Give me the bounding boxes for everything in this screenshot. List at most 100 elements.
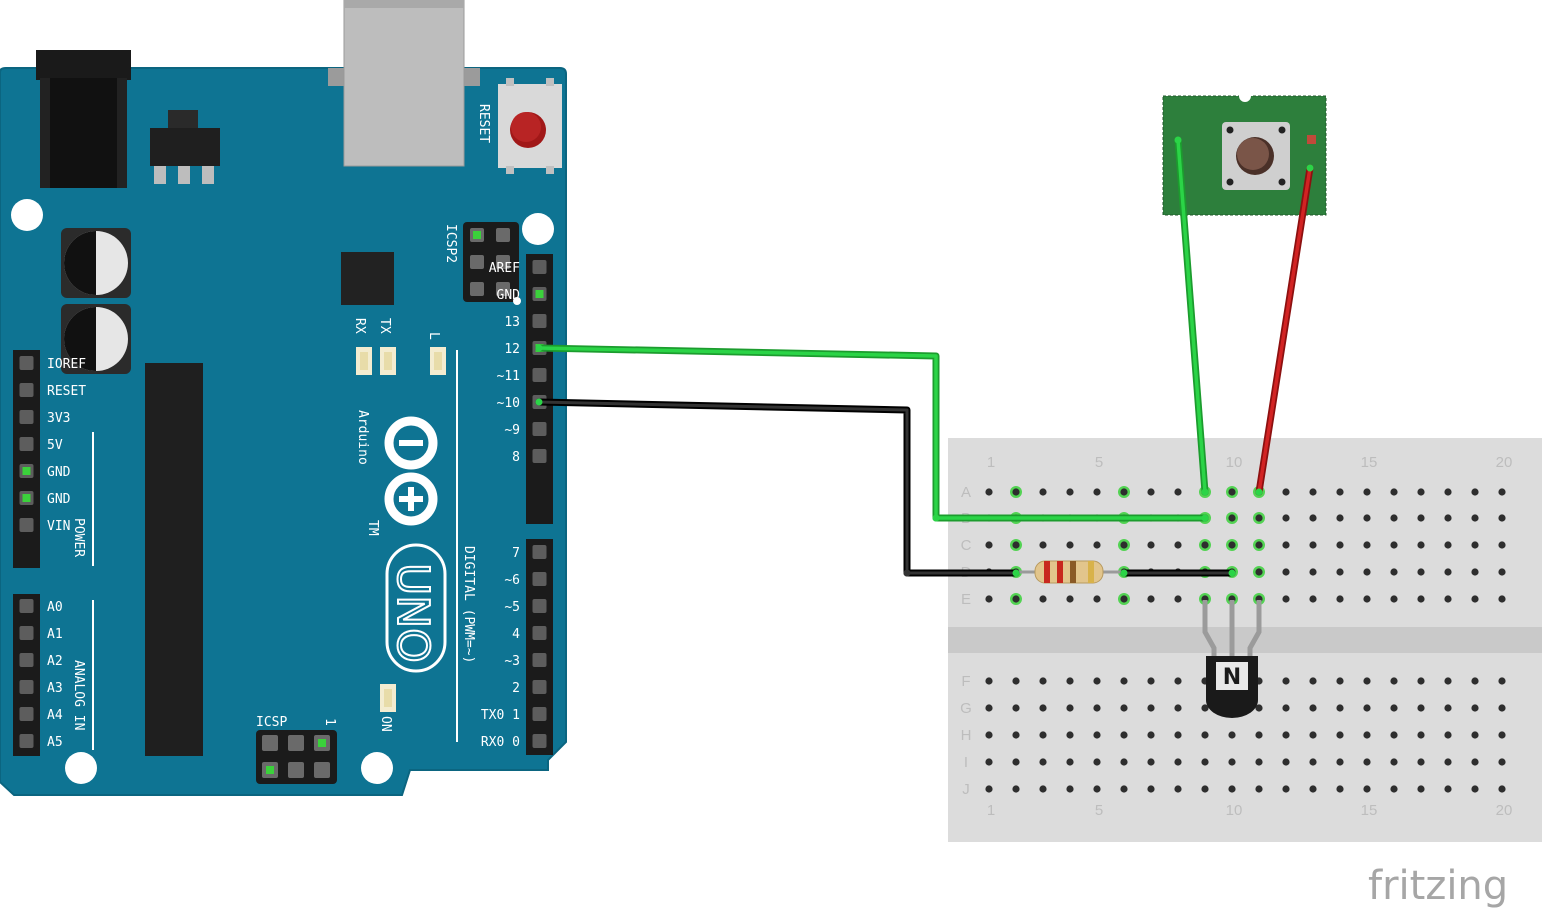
breadboard-hole: [1471, 568, 1479, 576]
header-pin: [19, 437, 34, 451]
breadboard-hole: [1498, 704, 1506, 712]
breadboard-hole: [1390, 488, 1398, 496]
breadboard-hole: [1498, 731, 1506, 739]
pin-label: 12: [504, 342, 520, 357]
on-led: [380, 684, 396, 712]
breadboard-hole: [1363, 758, 1371, 766]
breadboard-hole: [1120, 595, 1128, 603]
breadboard-hole: [985, 731, 993, 739]
resistor-band: [1057, 561, 1063, 583]
breadboard-hole: [985, 785, 993, 793]
breadboard-hole: [1093, 704, 1101, 712]
breadboard-hole: [1336, 785, 1344, 793]
pin-label: ~10: [497, 396, 520, 411]
breadboard-hole: [1363, 568, 1371, 576]
mounting-hole: [11, 199, 43, 231]
breadboard-hole: [1336, 488, 1344, 496]
pin-label: ~9: [504, 423, 520, 438]
npn-transistor: N: [1202, 600, 1262, 718]
breadboard-hole: [1255, 731, 1263, 739]
arduino-logo: [384, 416, 438, 526]
rx-label: RX: [352, 318, 367, 334]
pin-label: A2: [47, 654, 63, 669]
breadboard-hole: [1093, 731, 1101, 739]
column-label: 10: [1226, 802, 1243, 819]
power-header: [13, 350, 40, 568]
breadboard-hole: [1201, 704, 1209, 712]
breadboard-hole: [1444, 731, 1452, 739]
breadboard-hole: [1336, 541, 1344, 549]
breadboard-hole: [1147, 758, 1155, 766]
breadboard-hole: [1471, 488, 1479, 496]
breadboard-hole: [1039, 488, 1047, 496]
capacitor: [61, 304, 131, 374]
breadboard-hole: [1120, 704, 1128, 712]
breadboard-hole: [1390, 677, 1398, 685]
header-pin: [19, 410, 34, 424]
breadboard-hole: [1471, 785, 1479, 793]
header-pin: [532, 449, 547, 463]
breadboard-hole: [1147, 488, 1155, 496]
voltage-regulator: [150, 110, 220, 184]
icsp-header: [256, 730, 337, 784]
pin-label: RESET: [47, 384, 86, 399]
pin-label: TX0 1: [481, 708, 520, 723]
breadboard-hole: [1147, 677, 1155, 685]
breadboard-hole: [1228, 541, 1236, 549]
header-pin: [19, 383, 34, 397]
breadboard-hole: [1039, 677, 1047, 685]
breadboard-hole: [1471, 595, 1479, 603]
breadboard-hole: [1336, 514, 1344, 522]
breadboard-hole: [1039, 595, 1047, 603]
breadboard-hole: [1309, 785, 1317, 793]
breadboard-hole: [1066, 595, 1074, 603]
breadboard-hole: [1417, 488, 1425, 496]
header-pin: [532, 653, 547, 667]
breadboard-hole: [1444, 541, 1452, 549]
breadboard-hole: [1228, 488, 1236, 496]
breadboard-hole: [1282, 568, 1290, 576]
breadboard-hole: [1201, 758, 1209, 766]
pin-label: A0: [47, 600, 63, 615]
breadboard-hole: [1471, 514, 1479, 522]
breadboard-hole: [985, 541, 993, 549]
breadboard-hole: [1309, 568, 1317, 576]
reset-button[interactable]: [498, 78, 562, 174]
breadboard-hole: [1309, 595, 1317, 603]
header-pin: [532, 626, 547, 640]
pin-label: RX0 0: [481, 735, 520, 750]
breadboard-hole: [1444, 785, 1452, 793]
tactile-button[interactable]: [1222, 122, 1290, 190]
breadboard-hole: [1255, 568, 1263, 576]
breadboard-hole: [1444, 677, 1452, 685]
breadboard-hole: [985, 758, 993, 766]
breadboard-hole: [1309, 731, 1317, 739]
breadboard-hole: [1201, 731, 1209, 739]
icsp2-label: ICSP2: [443, 224, 458, 263]
breadboard-hole: [1444, 514, 1452, 522]
header-pin: [19, 653, 34, 667]
column-label: 1: [987, 454, 995, 471]
breadboard-hole: [1417, 785, 1425, 793]
tx-led: [380, 347, 396, 375]
icsp2-header: [463, 222, 519, 302]
breadboard-hole: [1147, 541, 1155, 549]
breadboard-hole: [1174, 541, 1182, 549]
breadboard-hole: [1417, 677, 1425, 685]
breadboard-hole: [1093, 488, 1101, 496]
breadboard-hole: [1282, 541, 1290, 549]
breadboard-hole: [1174, 595, 1182, 603]
breadboard-hole: [1066, 677, 1074, 685]
l-led: [430, 347, 446, 375]
breadboard-hole: [1228, 731, 1236, 739]
breadboard-hole: [1390, 595, 1398, 603]
breadboard-hole: [1012, 541, 1020, 549]
breadboard-hole: [1174, 758, 1182, 766]
breadboard-hole: [1282, 677, 1290, 685]
pin-label: 5V: [47, 438, 63, 453]
breadboard-hole: [1336, 758, 1344, 766]
breadboard-hole: [1093, 758, 1101, 766]
breadboard-hole: [1444, 704, 1452, 712]
breadboard-hole: [1120, 785, 1128, 793]
